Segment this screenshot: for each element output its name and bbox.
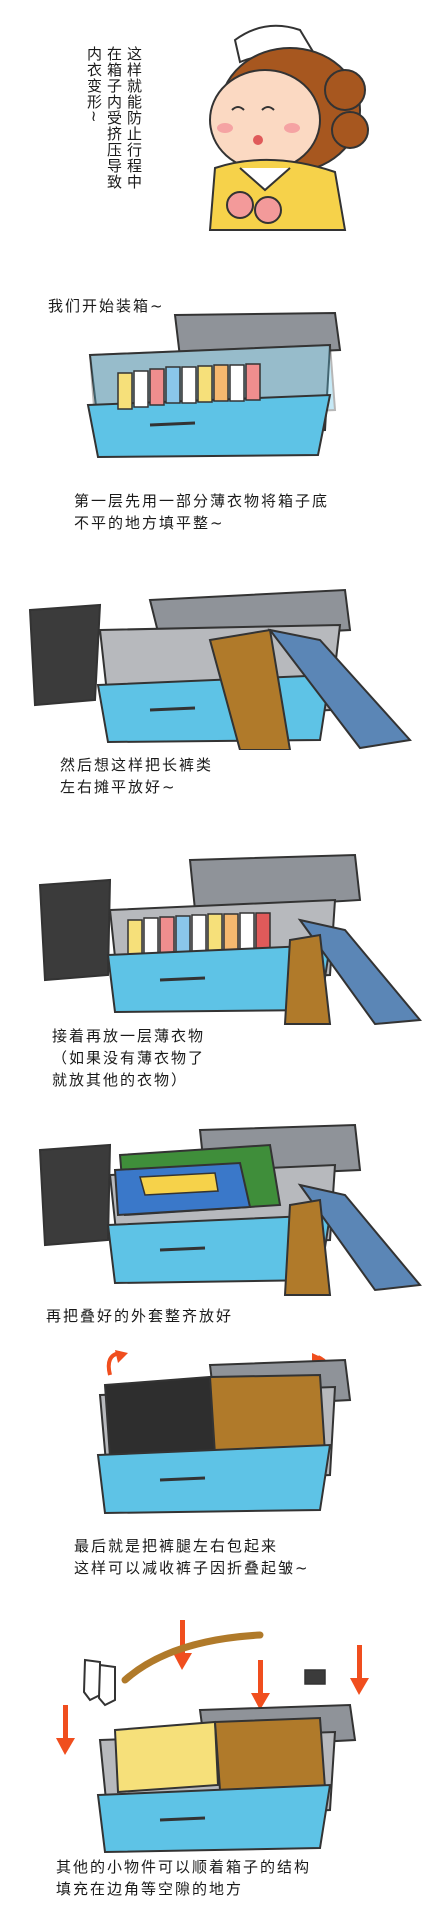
step-5-panel: 再把叠好的外套整齐放好	[0, 1305, 439, 1335]
step-5-caption: 再把叠好的外套整齐放好	[46, 1307, 234, 1325]
step-1-panel: 我们开始装箱~	[0, 295, 439, 459]
step-7-caption: 其他的小物件可以顺着箱子的结构 填充在边角等空隙的地方	[56, 1858, 312, 1898]
step-4-panel: 接着再放一层薄衣物 （如果没有薄衣物了 就放其他的衣物）	[0, 1025, 439, 1095]
step-6-caption: 最后就是把裤腿左右包起来 这样可以减收裤子因折叠起皱~	[74, 1537, 310, 1577]
step-7-image	[0, 1600, 439, 1855]
girl-illustration	[208, 24, 369, 231]
step-4-image	[0, 840, 439, 1025]
step-2-panel: 第一层先用一部分薄衣物将箱子底 不平的地方填平整~	[0, 490, 439, 545]
step-6-panel: 最后就是把裤腿左右包起来 这样可以减收裤子因折叠起皱~	[0, 1535, 439, 1590]
step-4-caption: 接着再放一层薄衣物 （如果没有薄衣物了 就放其他的衣物）	[52, 1027, 206, 1089]
intro-text-col-1: 这样就能防止行程中	[125, 46, 143, 190]
suitcase-wrap-pants-illustration	[96, 1350, 352, 1515]
step-5-image	[0, 1115, 439, 1305]
suitcase-small-items-illustration	[56, 1620, 369, 1854]
step-7-panel: 其他的小物件可以顺着箱子的结构 填充在边角等空隙的地方	[0, 1856, 439, 1908]
suitcase-empty-illustration	[86, 311, 342, 459]
step-3-image	[0, 570, 439, 750]
suitcase-thin-clothes-illustration	[38, 853, 422, 1025]
step-2-caption: 第一层先用一部分薄衣物将箱子底 不平的地方填平整~	[74, 492, 330, 532]
intro-text-col-3: 内衣变形~	[85, 46, 103, 124]
intro-panel: 这样就能防止行程中 在箱子内受挤压导致 内衣变形~	[0, 0, 439, 240]
suitcase-pants-illustration	[28, 588, 412, 750]
step-1-caption: 我们开始装箱~	[48, 297, 165, 315]
suitcase-coat-illustration	[38, 1123, 422, 1296]
intro-text-col-2: 在箱子内受挤压导致	[105, 46, 123, 190]
step-6-image	[0, 1345, 439, 1520]
step-3-caption: 然后想这样把长裤类 左右摊平放好~	[60, 756, 214, 796]
step-3-panel: 然后想这样把长裤类 左右摊平放好~	[0, 754, 439, 809]
